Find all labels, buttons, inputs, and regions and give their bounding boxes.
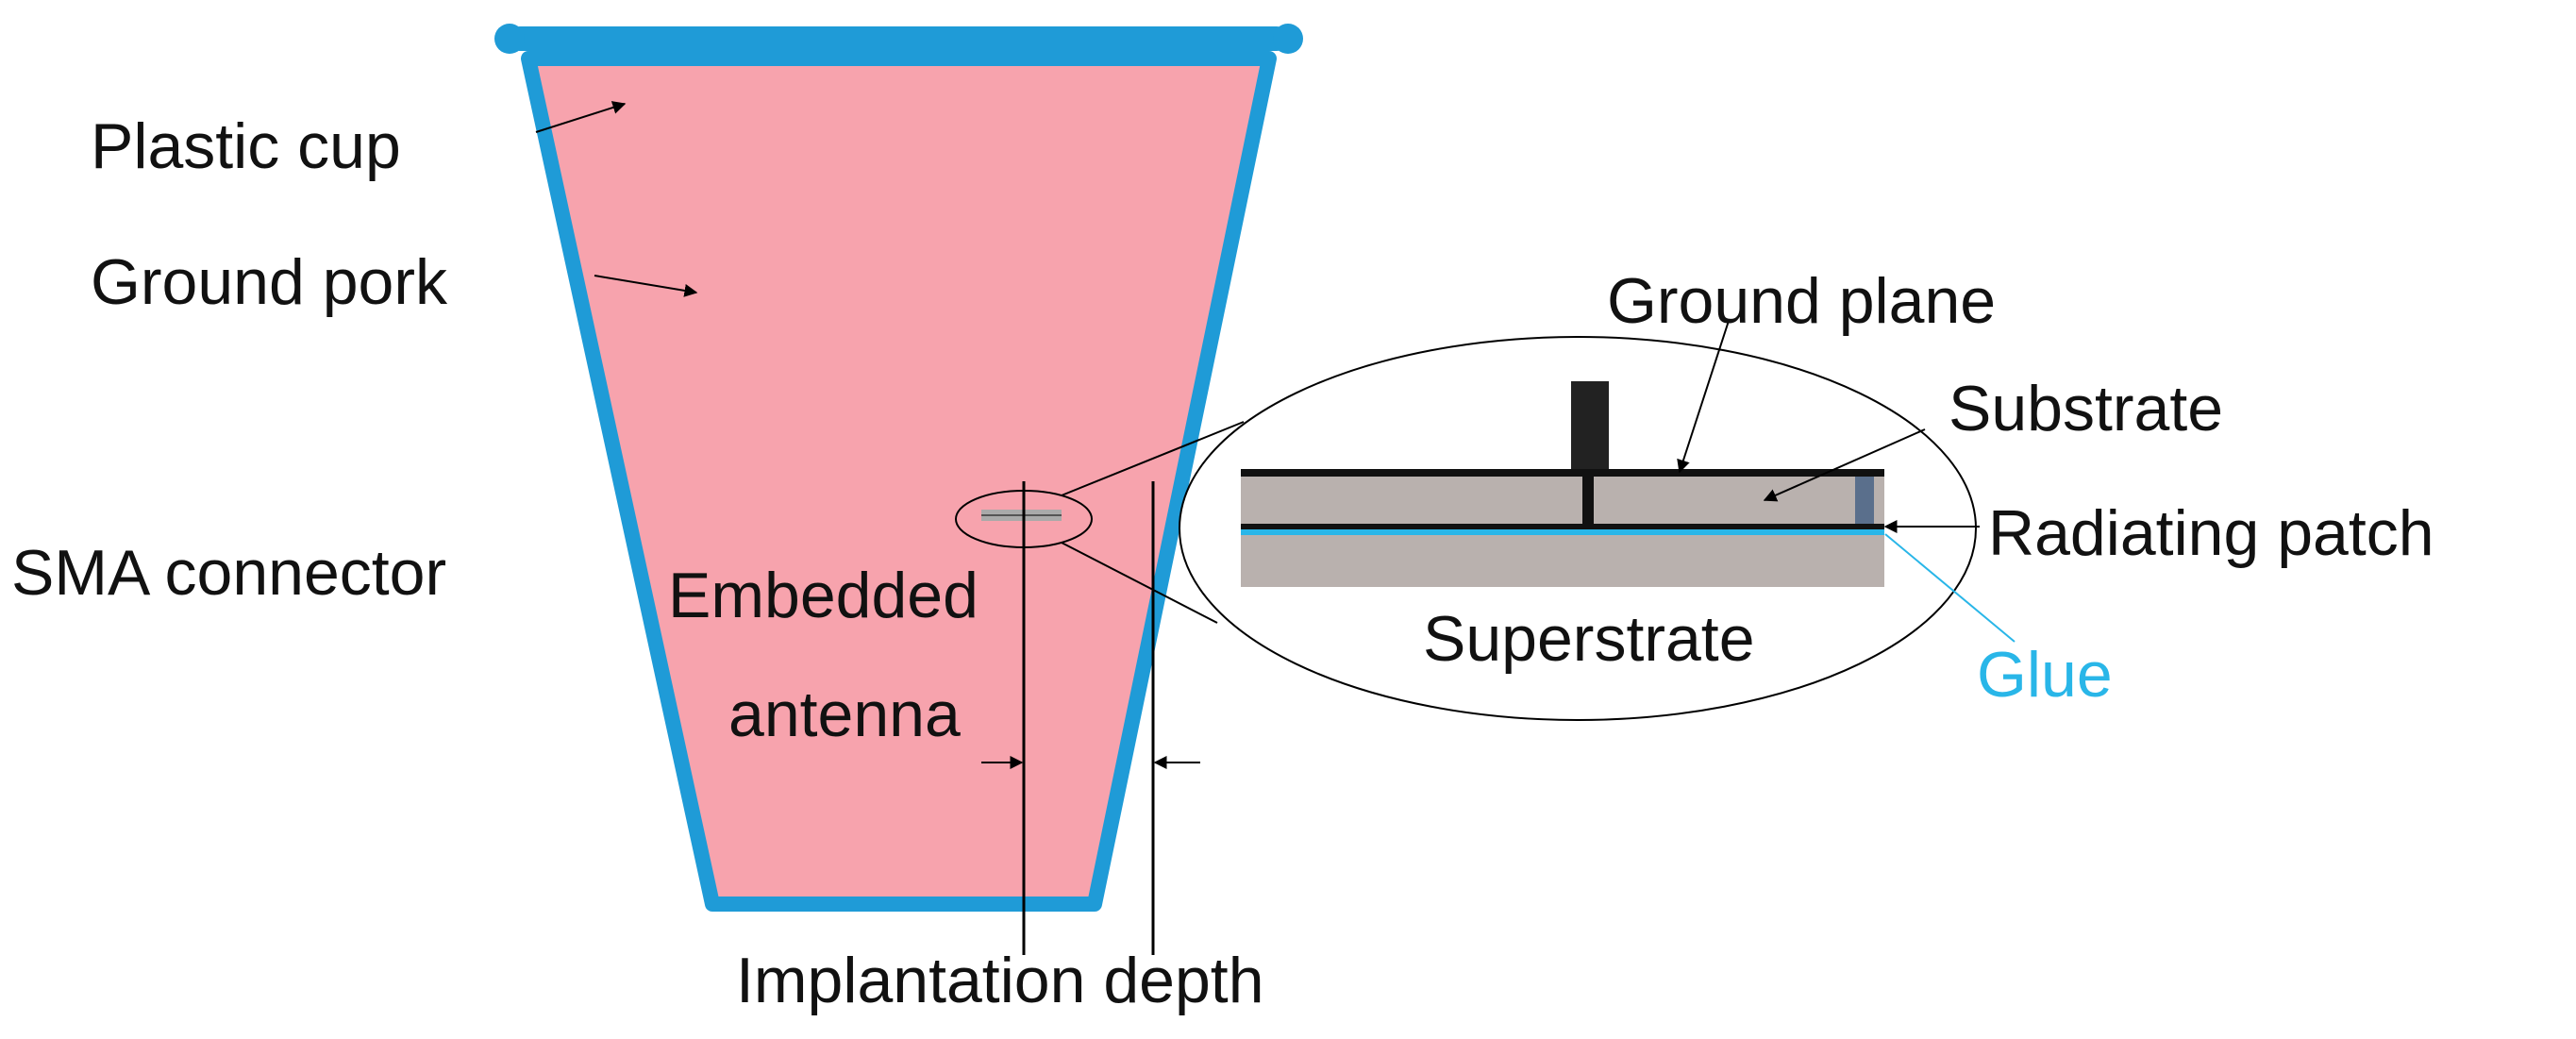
shorting-pin	[1855, 477, 1874, 526]
cup-rim-right-bead	[1273, 24, 1303, 54]
label-ground-pork: Ground pork	[91, 246, 448, 318]
cup-rim	[508, 26, 1289, 51]
ground-pork-arrow	[594, 275, 698, 297]
label-substrate: Substrate	[1949, 373, 2223, 444]
label-ground-plane: Ground plane	[1607, 265, 1996, 337]
ground-pork-fill	[521, 51, 1277, 912]
label-superstrate: Superstrate	[1423, 603, 1755, 675]
plastic-cup	[494, 24, 1303, 912]
substrate-layer	[1241, 472, 1884, 526]
radiating-patch-layer	[1241, 524, 1884, 529]
glue-arrow	[1884, 533, 2016, 643]
label-embedded-antenna-line2: antenna	[728, 679, 961, 750]
substrate-arrow	[1763, 428, 1926, 502]
ground-plane-arrow	[1677, 320, 1730, 474]
label-plastic-cup: Plastic cup	[91, 110, 401, 182]
zoom-line-top	[1061, 421, 1245, 496]
superstrate-layer	[1241, 535, 1884, 587]
ground-plane-layer	[1241, 469, 1884, 477]
feed-via	[1582, 472, 1594, 526]
cup-rim-left-bead	[494, 24, 525, 54]
label-radiating-patch: Radiating patch	[1988, 497, 2434, 569]
plastic-cup-arrow	[535, 101, 627, 133]
zoom-line-bottom	[1061, 542, 1218, 624]
label-embedded-antenna-line1: Embedded	[668, 560, 979, 631]
label-glue: Glue	[1977, 639, 2113, 711]
antenna-cross-section	[1179, 336, 1977, 721]
label-implantation-depth: Implantation depth	[736, 945, 1264, 1016]
sma-connector-body	[1571, 381, 1609, 471]
label-sma-connector: SMA connector	[11, 537, 446, 609]
glue-layer	[1241, 529, 1884, 535]
